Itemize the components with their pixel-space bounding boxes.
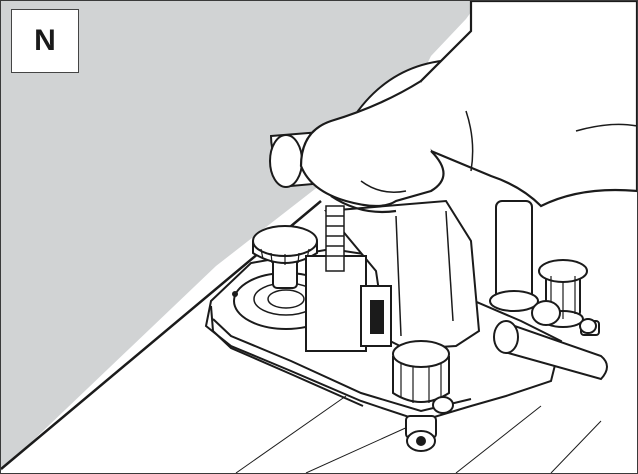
step-label: N <box>11 9 79 73</box>
hand <box>299 1 637 214</box>
right-post <box>489 200 539 312</box>
floor-boards <box>235 395 602 473</box>
threaded-rod <box>325 205 345 272</box>
wheels <box>405 318 597 452</box>
left-knob <box>252 225 318 289</box>
side-handle <box>493 300 608 381</box>
motor-body <box>305 199 481 352</box>
front-knob <box>392 340 450 403</box>
